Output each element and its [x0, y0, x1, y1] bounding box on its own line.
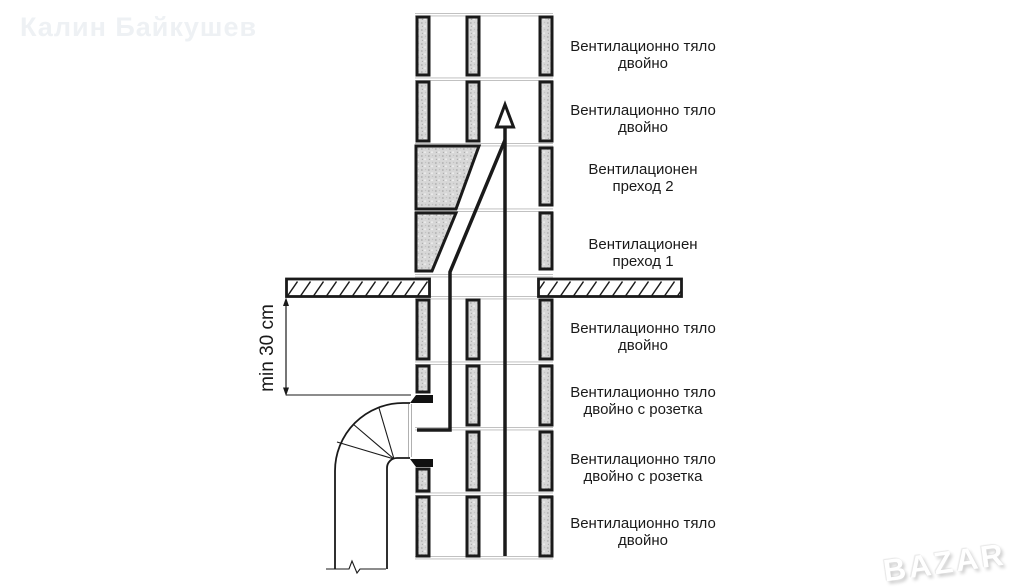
elbow-inner-wall: [386, 457, 410, 569]
transition-block-lower: [414, 211, 459, 273]
label-line: двойно с розетка: [583, 468, 703, 485]
masonry-block: [465, 298, 481, 361]
masonry-block: [538, 146, 554, 207]
masonry-block: [538, 15, 554, 77]
label-vent-body-rosette-2: Вентилационно тяло двойно с розетка: [568, 451, 718, 485]
label-line: Вентилационно тяло: [570, 451, 716, 468]
label-line: двойно с розетка: [583, 401, 703, 418]
masonry-block: [465, 15, 481, 77]
masonry-block-rosette: [415, 364, 431, 394]
duct-elbow: [326, 402, 410, 575]
label-line: двойно: [618, 532, 668, 549]
label-line: Вентилационно тяло: [570, 384, 716, 401]
masonry-block: [538, 80, 554, 143]
label-vent-body-2: Вентилационно тяло двойно: [568, 102, 718, 136]
masonry-block: [415, 80, 431, 143]
dimension-label: min 30 cm: [257, 304, 278, 392]
rosette-flange-upper: [410, 395, 433, 403]
transition-block-upper: [414, 144, 482, 211]
label-line: Вентилационно тяло: [570, 320, 716, 337]
masonry-block: [538, 298, 554, 361]
elbow-outer-wall: [334, 402, 410, 569]
label-line: двойно: [618, 337, 668, 354]
joint-lines: [415, 12, 553, 560]
masonry-block: [415, 495, 431, 558]
author-watermark: Калин Байкушев: [20, 12, 258, 42]
label-line: Вентилационно тяло: [570, 38, 716, 55]
label-line: преход 1: [612, 253, 674, 270]
masonry-blocks: [415, 15, 554, 558]
masonry-block: [465, 364, 481, 427]
flow-arrowhead: [494, 100, 516, 129]
pipe-break-line: [326, 559, 386, 575]
masonry-block-rosette: [415, 467, 431, 493]
label-line: Вентилационен: [588, 236, 698, 253]
masonry-block: [465, 430, 481, 492]
rosette-flanges: [408, 395, 433, 467]
masonry-block: [415, 15, 431, 77]
label-line: двойно: [618, 119, 668, 136]
label-transition-2: Вентилационен преход 2: [568, 161, 718, 195]
flow-path-arrow: [417, 100, 516, 556]
masonry-block: [465, 80, 481, 143]
masonry-block: [415, 298, 431, 361]
masonry-block: [538, 364, 554, 427]
floor-slab-right: [537, 277, 683, 298]
flow-line-transition: [417, 139, 507, 432]
label-line: двойно: [618, 55, 668, 72]
elbow-segment-line: [352, 423, 395, 460]
masonry-block: [465, 495, 481, 558]
dimension-arrow-down: [283, 387, 289, 396]
dimension: [283, 297, 411, 396]
floor-slab-left: [285, 277, 431, 298]
dimension-arrow-up: [283, 297, 289, 306]
label-vent-body-1: Вентилационно тяло двойно: [568, 38, 718, 72]
label-vent-body-3: Вентилационно тяло двойно: [568, 320, 718, 354]
masonry-block: [538, 430, 554, 492]
rosette-flange-lower: [410, 459, 433, 467]
label-line: Вентилационен: [588, 161, 698, 178]
elbow-segment-line: [336, 441, 395, 460]
label-line: Вентилационно тяло: [570, 102, 716, 119]
label-vent-body-rosette-1: Вентилационно тяло двойно с розетка: [568, 384, 718, 418]
elbow-segment-line: [378, 407, 395, 460]
label-vent-body-4: Вентилационно тяло двойно: [568, 515, 718, 549]
masonry-block: [538, 211, 554, 271]
label-line: Вентилационно тяло: [570, 515, 716, 532]
label-line: преход 2: [612, 178, 674, 195]
masonry-block: [538, 495, 554, 558]
label-transition-1: Вентилационен преход 1: [568, 236, 718, 270]
